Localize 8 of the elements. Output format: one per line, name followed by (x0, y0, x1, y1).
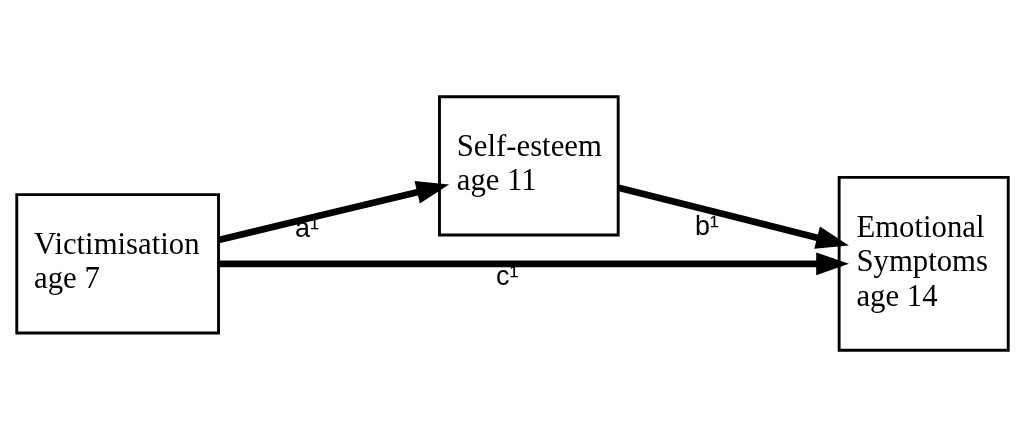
arrow (217, 180, 450, 243)
edge-label: c¹ (496, 260, 519, 291)
edge-label: b¹ (694, 210, 719, 241)
node-box: Emotional Symptoms age 14 (837, 175, 1010, 352)
arrow (218, 251, 849, 275)
arrow (617, 184, 849, 249)
node-box: Self-esteem age 11 (438, 94, 620, 236)
node-box: Victimisation age 7 (15, 192, 220, 334)
